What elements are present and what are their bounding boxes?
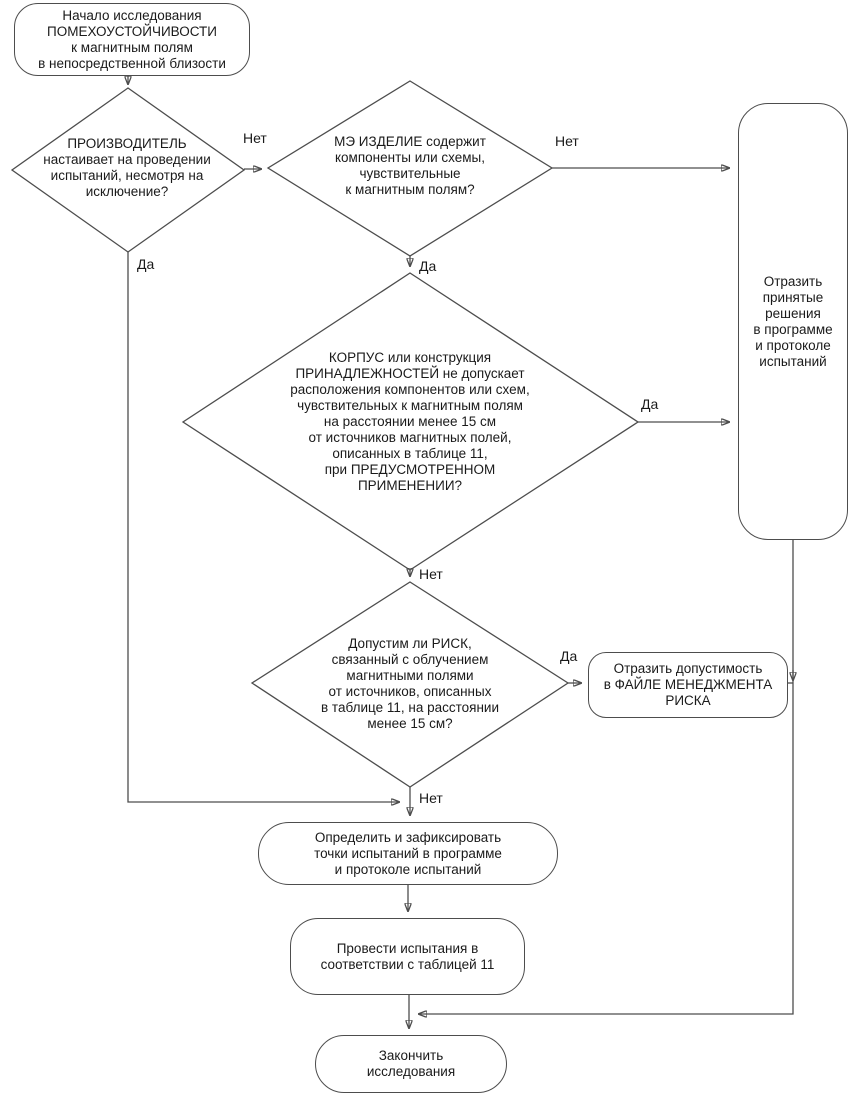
decision-me-equipment-text: МЭ ИЗДЕЛИЕ содержит компоненты или схемы… <box>334 134 486 197</box>
edge-manufacturer-yes-branch <box>127 252 399 802</box>
edge-label-risk-no: Нет <box>419 790 443 806</box>
start-node: Начало исследования ПОМЕХОУСТОЙЧИВОСТИ к… <box>14 3 250 76</box>
risk-management-file-node: Отразить допустимость в ФАЙЛЕ МЕНЕДЖМЕНТ… <box>588 652 788 718</box>
edge-record-to-end-merge <box>419 540 794 1014</box>
decision-enclosure-text: КОРПУС или конструкция ПРИНАДЛЕЖНОСТЕЙ н… <box>290 350 530 493</box>
edge-label-enclosure-no: Нет <box>419 566 443 582</box>
edge-label-me-equipment-no: Нет <box>555 133 579 149</box>
perform-tests-node: Провести испытания в соответствии с табл… <box>290 918 525 995</box>
edge-label-me-equipment-yes: Да <box>419 258 437 274</box>
edge-label-manufacturer-yes: Да <box>137 256 155 272</box>
edge-label-manufacturer-no: Нет <box>243 130 267 146</box>
end-node: Закончить исследования <box>315 1035 507 1093</box>
edge-label-enclosure-yes: Да <box>641 396 659 412</box>
decision-risk-text: Допустим ли РИСК, связанный с облучением… <box>321 636 499 731</box>
record-decisions-node: Отразить принятые решения в программе и … <box>738 103 848 540</box>
edge-label-risk-yes: Да <box>560 648 578 664</box>
decision-manufacturer-text: ПРОИЗВОДИТЕЛЬ настаивает на проведении и… <box>43 136 211 199</box>
define-test-points-node: Определить и зафиксировать точки испытан… <box>258 822 558 885</box>
